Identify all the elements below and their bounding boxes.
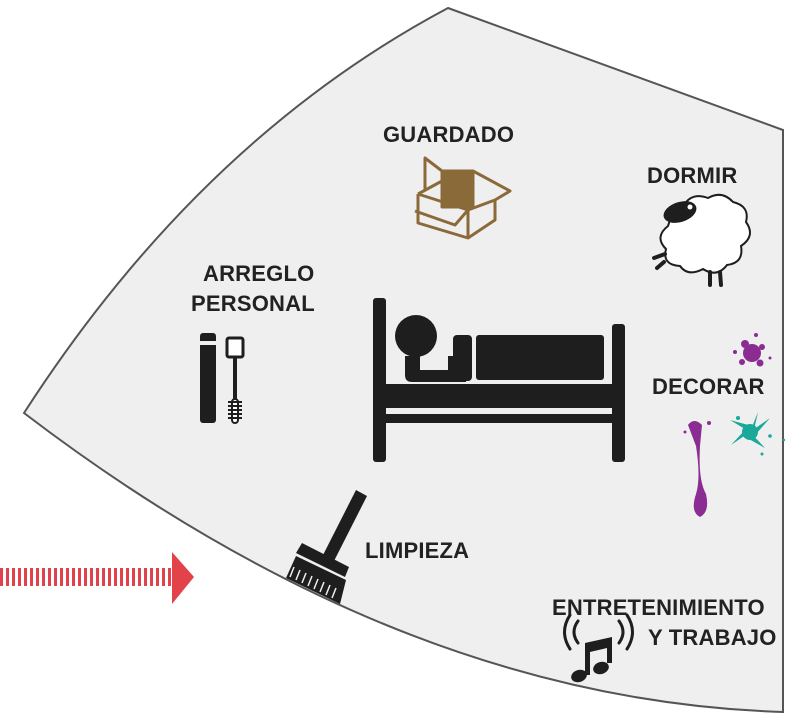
arrow-right-icon [0,552,194,604]
label-limpieza: LIMPIEZA [365,538,469,563]
sheep-icon [652,193,751,287]
label-decorar: DECORAR [652,374,765,399]
mascara-icon [200,333,245,424]
paint-splatter-icon [683,333,786,517]
label-guardado: GUARDADO [383,122,514,147]
label-arreglo-line2: PERSONAL [191,291,315,316]
label-entretenimiento-line2: Y TRABAJO [648,625,777,650]
label-arreglo-line1: ARREGLO [203,261,314,286]
music-note-icon [563,613,634,683]
bed-with-person-icon [373,298,625,462]
label-dormir: DORMIR [647,163,737,188]
broom-icon [286,490,367,604]
room-sector-shape [22,6,784,714]
open-box-icon [414,156,512,240]
label-entretenimiento-line1: ENTRETENIMIENTO [552,595,765,620]
